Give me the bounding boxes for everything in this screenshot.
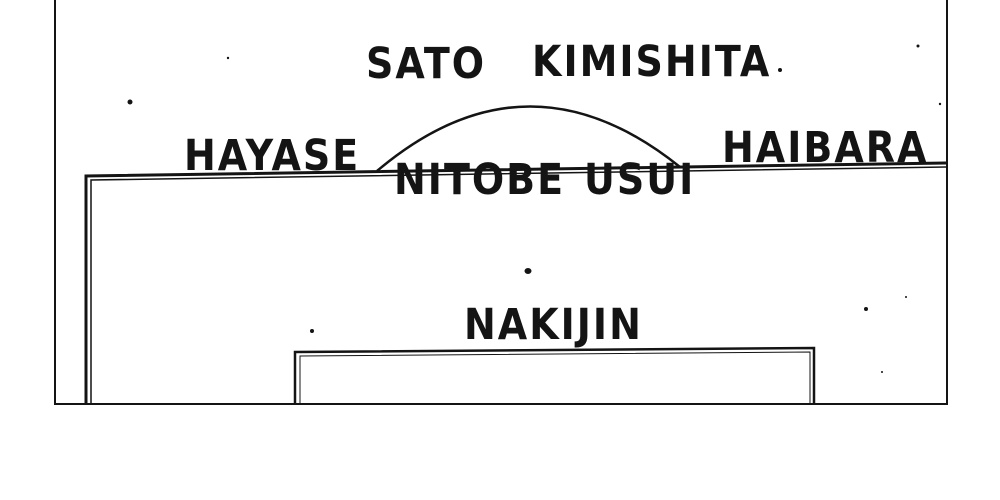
panel-border [54, 0, 948, 405]
player-name-center-left: NITOBE [394, 154, 566, 204]
ink-speck [310, 329, 314, 333]
penalty-area-line [84, 161, 947, 404]
ink-speck [864, 307, 868, 311]
ink-speck [226, 56, 230, 60]
penalty-arc [376, 105, 681, 172]
ink-speck [127, 99, 133, 105]
player-name-left-wing: HAYASE [184, 130, 361, 180]
penalty-spot [524, 268, 532, 274]
goal-area [293, 346, 816, 404]
ink-speck [905, 296, 907, 298]
ink-speck [916, 44, 920, 48]
goal-area-inner [299, 351, 811, 404]
player-name-forward-right: KIMISHITA [532, 36, 772, 86]
ink-speck [938, 102, 942, 106]
player-name-defender: NAKIJIN [464, 299, 643, 349]
player-name-right-wing: HAIBARA [722, 122, 929, 172]
ink-speck [778, 68, 782, 72]
player-name-forward-left: SATO [366, 38, 487, 88]
player-name-center-right: USUI [584, 154, 696, 204]
penalty-area-inner-line [90, 166, 947, 404]
ink-speck [881, 371, 883, 373]
